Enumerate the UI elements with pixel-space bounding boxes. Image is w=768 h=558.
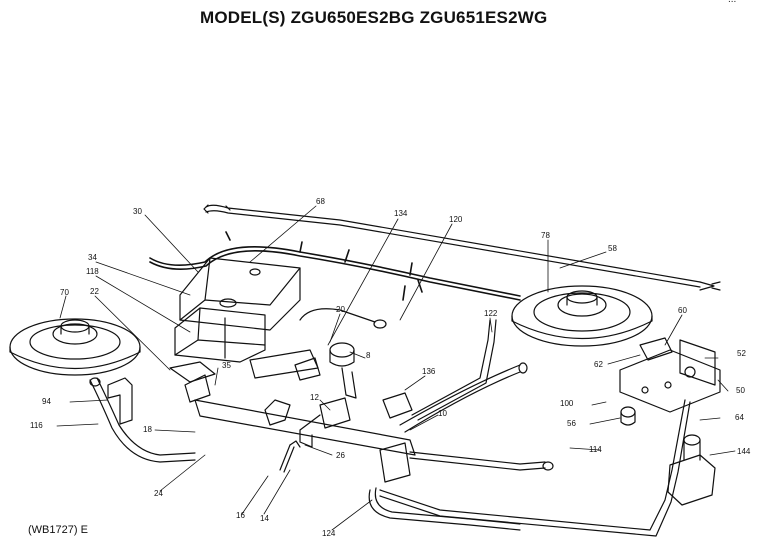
part-labels: 68 134 120 30 78 58 34 118 70 22 20 122 … <box>30 197 751 538</box>
spark-module <box>174 307 266 363</box>
part-label: 22 <box>90 287 99 296</box>
part-label: 20 <box>336 305 345 314</box>
ignitor-lead <box>299 308 387 329</box>
right-supply-tube <box>379 399 691 537</box>
lower-supply-tube <box>368 487 521 531</box>
part-label: 26 <box>336 451 345 460</box>
part-label: 120 <box>449 215 463 224</box>
part-label: 62 <box>594 360 603 369</box>
part-label: 52 <box>737 349 746 358</box>
left-burner <box>9 318 141 376</box>
diagram-code: (WB1727) E <box>28 524 88 536</box>
screw <box>279 440 301 473</box>
pressure-regulator <box>667 434 716 506</box>
leader-lines <box>56 205 736 531</box>
crossover-tube <box>411 319 497 421</box>
manifold-assembly <box>169 349 528 483</box>
part-label: 118 <box>86 267 99 276</box>
part-label: 35 <box>222 361 231 370</box>
part-label: 8 <box>366 351 371 360</box>
part-label: 116 <box>30 421 43 430</box>
part-label: 24 <box>154 489 163 498</box>
page-title: MODEL(S) ZGU650ES2BG ZGU651ES2WG <box>200 8 548 27</box>
part-label: 10 <box>438 409 447 418</box>
part-label: 50 <box>736 386 745 395</box>
part-label: 114 <box>589 445 602 454</box>
part-label: 16 <box>236 511 245 520</box>
part-label: 68 <box>316 197 325 206</box>
part-label: 70 <box>60 288 69 297</box>
wire-harness <box>149 231 521 301</box>
control-panel <box>619 337 721 413</box>
part-label: 60 <box>678 306 687 315</box>
right-burner <box>511 285 653 347</box>
valve <box>329 342 357 399</box>
part-label: 12 <box>310 393 319 402</box>
left-burner-tube <box>89 377 196 463</box>
part-label: 56 <box>567 419 576 428</box>
ignitor-box <box>179 257 301 331</box>
part-label: 94 <box>42 397 51 406</box>
part-label: 14 <box>260 514 269 523</box>
part-label: 34 <box>88 253 97 262</box>
fitting <box>620 406 636 426</box>
part-label: 78 <box>541 231 550 240</box>
bracket <box>107 377 133 425</box>
part-label: 134 <box>394 209 408 218</box>
power-cord <box>203 204 721 291</box>
part-label: 18 <box>143 425 152 434</box>
part-label: 124 <box>322 529 336 538</box>
part-label: 64 <box>735 413 744 422</box>
part-label: 136 <box>422 367 436 376</box>
part-label: 30 <box>133 207 142 216</box>
corner-mark: ... <box>728 0 736 5</box>
part-label: 58 <box>608 244 617 253</box>
part-label: 100 <box>560 399 574 408</box>
part-label: 144 <box>737 447 751 456</box>
part-label: 122 <box>484 309 498 318</box>
